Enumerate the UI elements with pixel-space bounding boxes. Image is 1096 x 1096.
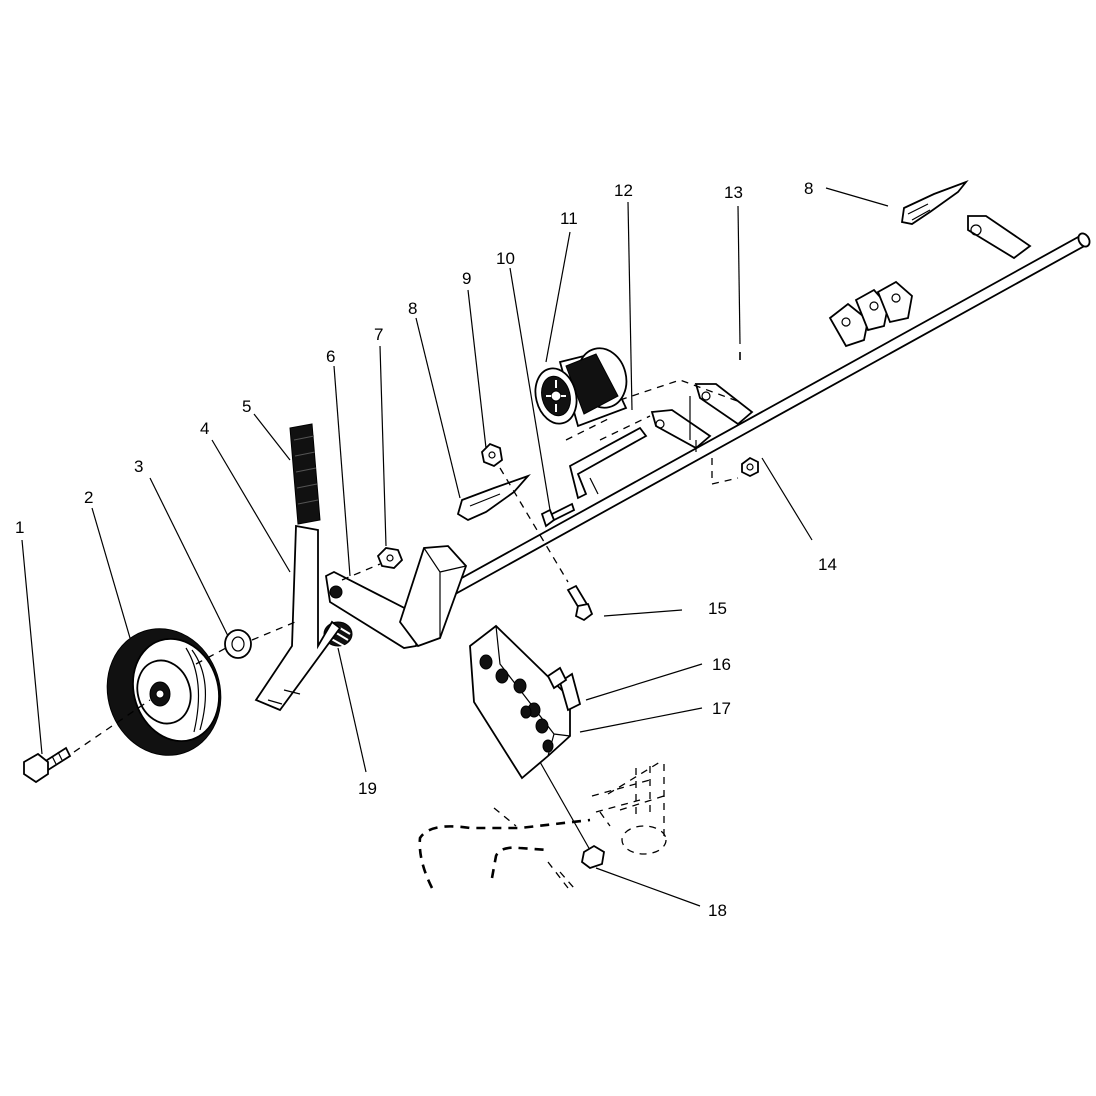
callout-5: 5 (242, 397, 251, 416)
bolt-part-16 (546, 666, 582, 712)
callout-8-lower: 8 (408, 299, 417, 318)
nut-part-7 (376, 547, 404, 569)
l-rod-part-12 (568, 426, 648, 500)
axle-bolt-part-1 (23, 746, 72, 784)
wheel-part-2 (106, 628, 222, 756)
callout-labels: 1 2 3 4 5 6 7 8 8 9 10 11 12 13 14 15 16… (15, 179, 837, 920)
callout-17: 17 (712, 699, 731, 718)
callout-2: 2 (84, 488, 93, 507)
callout-11: 11 (560, 209, 578, 228)
bolt-part-15 (499, 467, 594, 622)
callout-19: 19 (358, 779, 377, 798)
callout-6: 6 (326, 347, 335, 366)
callout-8-upper: 8 (804, 179, 813, 198)
bracket-part-4 (254, 524, 342, 712)
nut-part-18 (539, 761, 605, 870)
bracket-part-6 (325, 545, 468, 649)
nut-part-14 (741, 456, 759, 478)
callout-13: 13 (724, 183, 743, 202)
plate-part-17 (469, 624, 571, 780)
callout-4: 4 (200, 419, 209, 438)
callout-10: 10 (496, 249, 515, 268)
nut-part-9 (481, 442, 503, 468)
leader-lines (21, 187, 889, 907)
frame-tube (438, 215, 1091, 600)
clip-part-8-upper (900, 180, 969, 225)
washer-part-3 (224, 629, 252, 659)
callout-18: 18 (708, 901, 727, 920)
callout-3: 3 (134, 457, 143, 476)
callout-9: 9 (462, 269, 471, 288)
bolt-part-10 (540, 502, 576, 528)
callout-12: 12 (614, 181, 633, 200)
mower-body-outline (418, 761, 667, 889)
callout-7: 7 (374, 325, 383, 344)
clip-part-8-lower (456, 474, 531, 522)
callout-15: 15 (708, 599, 727, 618)
callout-1: 1 (15, 518, 24, 537)
callout-16: 16 (712, 655, 731, 674)
roller-part-11 (534, 347, 628, 428)
pad-part-5 (289, 423, 321, 525)
callout-14: 14 (818, 555, 837, 574)
